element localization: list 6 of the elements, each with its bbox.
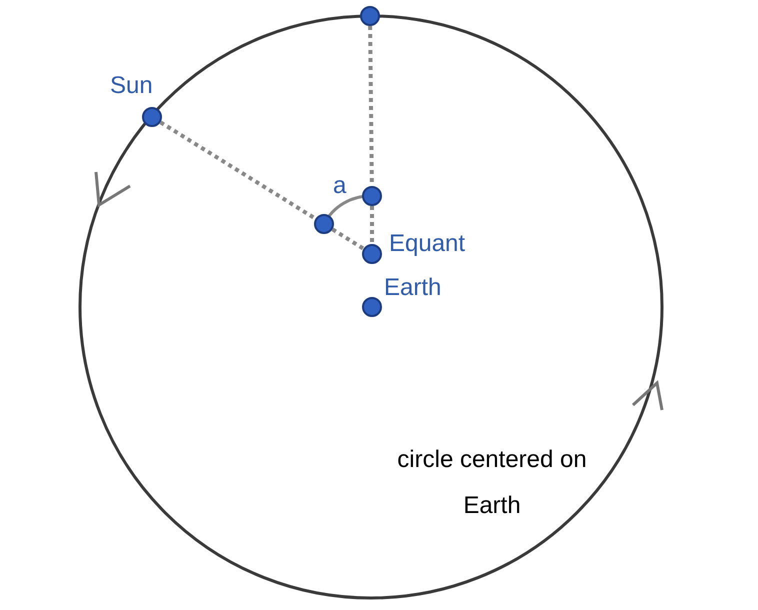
point-label: Earth — [384, 273, 442, 303]
caption-text: circle centered on Earth — [397, 445, 587, 521]
point-label: Sun — [110, 71, 153, 101]
angle-label: a — [333, 171, 346, 201]
dotted-line — [370, 206, 374, 244]
point-label: Equant — [389, 229, 466, 259]
